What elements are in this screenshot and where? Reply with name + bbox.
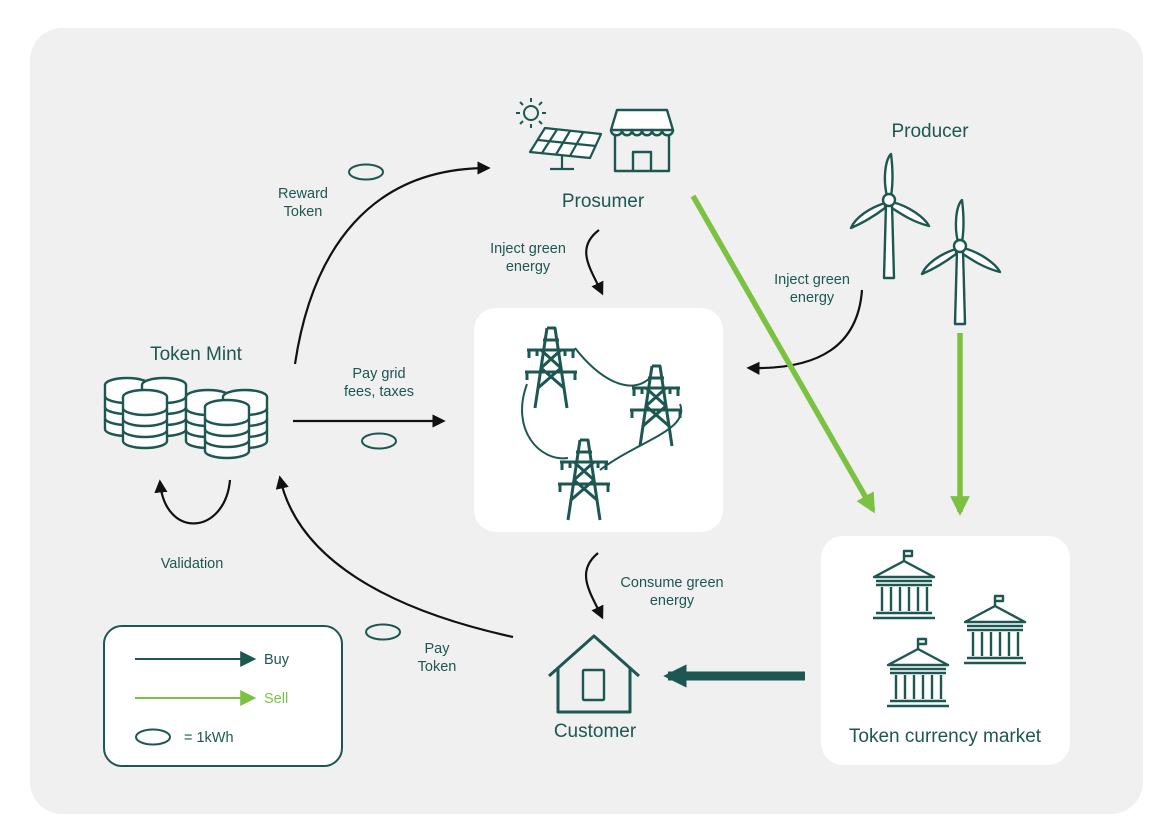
validation-arrow — [154, 479, 232, 525]
house-icon — [548, 634, 640, 714]
validation-label: Validation — [160, 556, 224, 572]
pay-grid-line2: fees, taxes — [343, 384, 415, 401]
pay-token-line2: Token — [417, 659, 457, 676]
pay-token-line1: Pay — [424, 641, 450, 657]
legend-sell-label: Sell — [264, 691, 289, 707]
inject-producer-line2: energy — [789, 290, 835, 307]
node-producer-label: Producer — [891, 121, 969, 142]
database-stack-icon — [203, 398, 251, 460]
inject-producer-arrow — [746, 289, 864, 375]
inject-prosumer-line1: Inject green — [490, 241, 566, 257]
pay-token-arrow — [275, 475, 514, 639]
reward-token-line2: Token — [283, 204, 323, 221]
inject-prosumer-label: Inject green energy — [478, 240, 578, 276]
node-token-mint-label: Token Mint — [150, 344, 242, 365]
database-stack-icon — [121, 388, 169, 450]
consume-line2: energy — [649, 593, 695, 610]
consume-arrow — [584, 552, 604, 620]
inject-producer-label: Inject green energy — [760, 271, 864, 307]
solar-panel-icon — [528, 126, 603, 171]
inject-prosumer-line2: energy — [505, 259, 551, 276]
legend-unit-label: = 1kWh — [184, 730, 234, 746]
sun-icon — [516, 98, 546, 128]
consume-line1: Consume green — [620, 575, 724, 591]
reward-token-arrow — [293, 161, 491, 365]
node-token-market-label: Token currency market — [848, 726, 1042, 747]
market-card — [821, 536, 1070, 765]
pay-grid-line1: Pay grid — [352, 366, 406, 382]
reward-token-line1: Reward — [278, 186, 328, 202]
inject-producer-line1: Inject green — [774, 272, 850, 288]
pay-token-label: Pay Token — [405, 640, 469, 676]
node-customer-label: Customer — [553, 721, 637, 742]
reward-token-label: Reward Token — [262, 185, 344, 221]
consume-label: Consume green energy — [606, 574, 738, 610]
legend-buy-label: Buy — [264, 652, 289, 668]
grid-card — [474, 308, 723, 532]
pay-grid-label: Pay grid fees, taxes — [326, 365, 432, 401]
inject-prosumer-arrow — [585, 229, 604, 296]
legend-token-icon — [135, 728, 171, 746]
prosumer-sell-arrow — [690, 194, 876, 514]
node-prosumer-label: Prosumer — [561, 191, 645, 212]
shop-icon — [609, 108, 675, 173]
